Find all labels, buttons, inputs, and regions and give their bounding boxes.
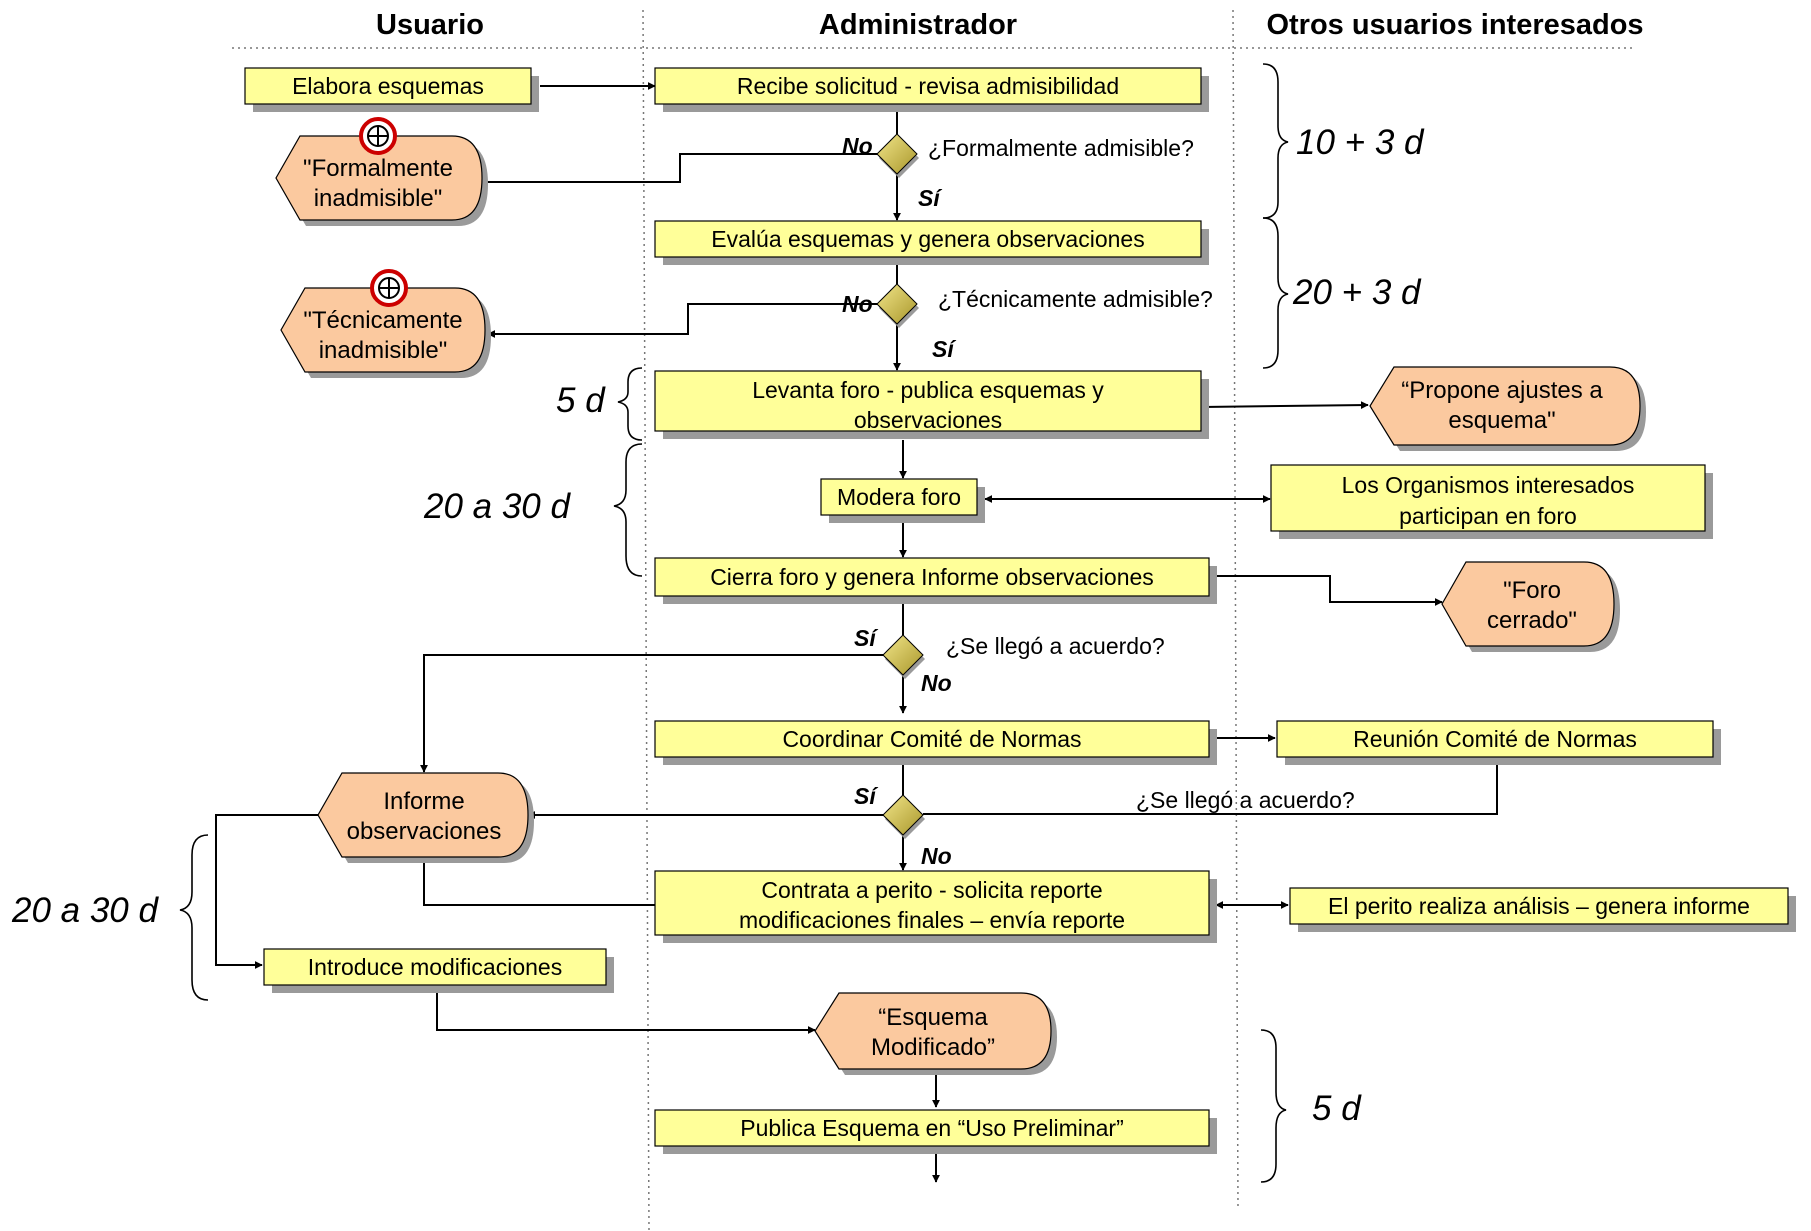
terminal-label-line2: esquema" — [1448, 407, 1555, 434]
lane-header-otros: Otros usuarios interesados — [1266, 9, 1643, 41]
decision-label-formal: ¿Formalmente admisible? — [928, 135, 1194, 161]
task-label-line1: Contrata a perito - solicita reporte — [761, 877, 1102, 903]
terminal-formalmente-inadmisible: "Formalmente inadmisible" — [275, 117, 488, 226]
connectors — [215, 82, 1498, 1183]
terminal-esquema-modificado: “Esquema Modificado” — [814, 992, 1057, 1075]
task-label: Introduce modificaciones — [308, 954, 562, 980]
task-evalua-esquemas: Evalúa esquemas y genera observaciones — [654, 220, 1209, 265]
answer-no-formal: No — [842, 133, 873, 159]
terminal-label-line1: Informe — [383, 788, 464, 815]
decision-label-acuerdo-2: ¿Se llegó a acuerdo? — [1136, 787, 1355, 813]
task-modera-foro: Modera foro — [820, 478, 985, 523]
task-elabora-esquemas: Elabora esquemas — [244, 67, 539, 112]
decision-label-acuerdo-1: ¿Se llegó a acuerdo? — [946, 633, 1165, 659]
duration-label: 20 a 30 d — [423, 487, 571, 526]
answer-no-acuerdo-1: No — [921, 670, 952, 696]
answer-si-tecnica: Sí — [932, 336, 956, 362]
duration-label: 20 a 30 d — [11, 891, 159, 930]
terminal-label-line1: "Técnicamente — [303, 307, 462, 334]
terminal-label-line1: "Formalmente — [303, 155, 453, 182]
task-label: Elabora esquemas — [292, 73, 484, 99]
task-coordinar-comite: Coordinar Comité de Normas — [654, 720, 1217, 765]
task-perito-analisis: El perito realiza análisis – genera info… — [1289, 887, 1796, 932]
decision-formalmente-admisible — [876, 133, 919, 178]
terminal-propone-ajustes: “Propone ajustes a esquema" — [1369, 366, 1646, 451]
terminal-tecnicamente-inadmisible: "Técnicamente inadmisible" — [280, 269, 491, 378]
task-label-line1: Levanta foro - publica esquemas y — [752, 377, 1104, 403]
answer-si-acuerdo-2: Sí — [854, 783, 878, 809]
answer-si-acuerdo-1: Sí — [854, 625, 878, 651]
task-cierra-foro: Cierra foro y genera Informe observacion… — [654, 557, 1217, 604]
task-label: El perito realiza análisis – genera info… — [1328, 893, 1750, 919]
task-label: Publica Esquema en “Uso Preliminar” — [740, 1115, 1124, 1141]
task-label: Cierra foro y genera Informe observacion… — [710, 564, 1154, 590]
stop-icon — [370, 269, 408, 307]
task-label: Reunión Comité de Normas — [1353, 726, 1637, 752]
task-label: Evalúa esquemas y genera observaciones — [711, 226, 1144, 252]
task-recibe-solicitud: Recibe solicitud - revisa admisibilidad — [654, 67, 1209, 112]
task-publica-esquema: Publica Esquema en “Uso Preliminar” — [654, 1109, 1217, 1154]
terminal-label-line2: inadmisible" — [314, 185, 443, 212]
terminal-label-line1: “Esquema — [878, 1004, 988, 1031]
task-label: Modera foro — [837, 484, 961, 510]
task-reunion-comite: Reunión Comité de Normas — [1276, 720, 1721, 765]
answer-si-formal: Sí — [918, 185, 942, 211]
task-label-line2: modificaciones finales – envía reporte — [739, 907, 1125, 933]
terminal-label-line2: inadmisible" — [319, 337, 448, 364]
duration-brace-5: 20 a 30 d — [11, 834, 209, 1001]
terminal-informe-observaciones: Informe observaciones — [317, 772, 534, 863]
duration-brace-3: 5 d — [556, 367, 643, 441]
terminal-label-line1: "Foro — [1503, 577, 1561, 604]
duration-label: 10 + 3 d — [1296, 123, 1425, 162]
duration-brace-2: 20 + 3 d — [1262, 217, 1422, 369]
decision-label-tecnica: ¿Técnicamente admisible? — [938, 286, 1213, 312]
lane-header-administrador: Administrador — [819, 9, 1017, 41]
terminal-label-line2: cerrado" — [1487, 607, 1577, 634]
task-label-line2: observaciones — [854, 407, 1002, 433]
terminal-label-line1: “Propone ajustes a — [1401, 377, 1603, 404]
decision-acuerdo-foro — [882, 634, 925, 679]
answer-no-tecnica: No — [842, 291, 873, 317]
duration-brace-6: 5 d — [1260, 1029, 1362, 1183]
terminal-foro-cerrado: "Foro cerrado" — [1441, 561, 1620, 652]
duration-brace-1: 10 + 3 d — [1262, 63, 1425, 219]
stop-icon — [359, 117, 397, 155]
task-levanta-foro: Levanta foro - publica esquemas y observ… — [654, 370, 1209, 439]
lane-divider-right — [1232, 9, 1239, 1211]
terminal-label-line2: observaciones — [347, 818, 502, 845]
task-contrata-perito: Contrata a perito - solicita reporte mod… — [654, 870, 1217, 943]
lane-divider-left — [642, 9, 650, 1231]
answer-no-acuerdo-2: No — [921, 843, 952, 869]
duration-label: 20 + 3 d — [1292, 273, 1422, 312]
duration-label: 5 d — [1312, 1089, 1362, 1128]
task-label-line2: participan en foro — [1399, 503, 1577, 529]
task-organismos-participan: Los Organismos interesados participan en… — [1270, 464, 1713, 539]
terminal-label-line2: Modificado” — [871, 1034, 995, 1061]
task-label-line1: Los Organismos interesados — [1342, 472, 1635, 498]
duration-brace-4: 20 a 30 d — [423, 443, 643, 577]
task-label: Coordinar Comité de Normas — [782, 726, 1081, 752]
task-introduce-modificaciones: Introduce modificaciones — [263, 948, 614, 993]
decision-tecnicamente-admisible — [876, 283, 919, 328]
lane-header-usuario: Usuario — [376, 9, 484, 41]
duration-label: 5 d — [556, 381, 606, 420]
task-label: Recibe solicitud - revisa admisibilidad — [737, 73, 1119, 99]
decision-acuerdo-comite — [882, 794, 925, 839]
